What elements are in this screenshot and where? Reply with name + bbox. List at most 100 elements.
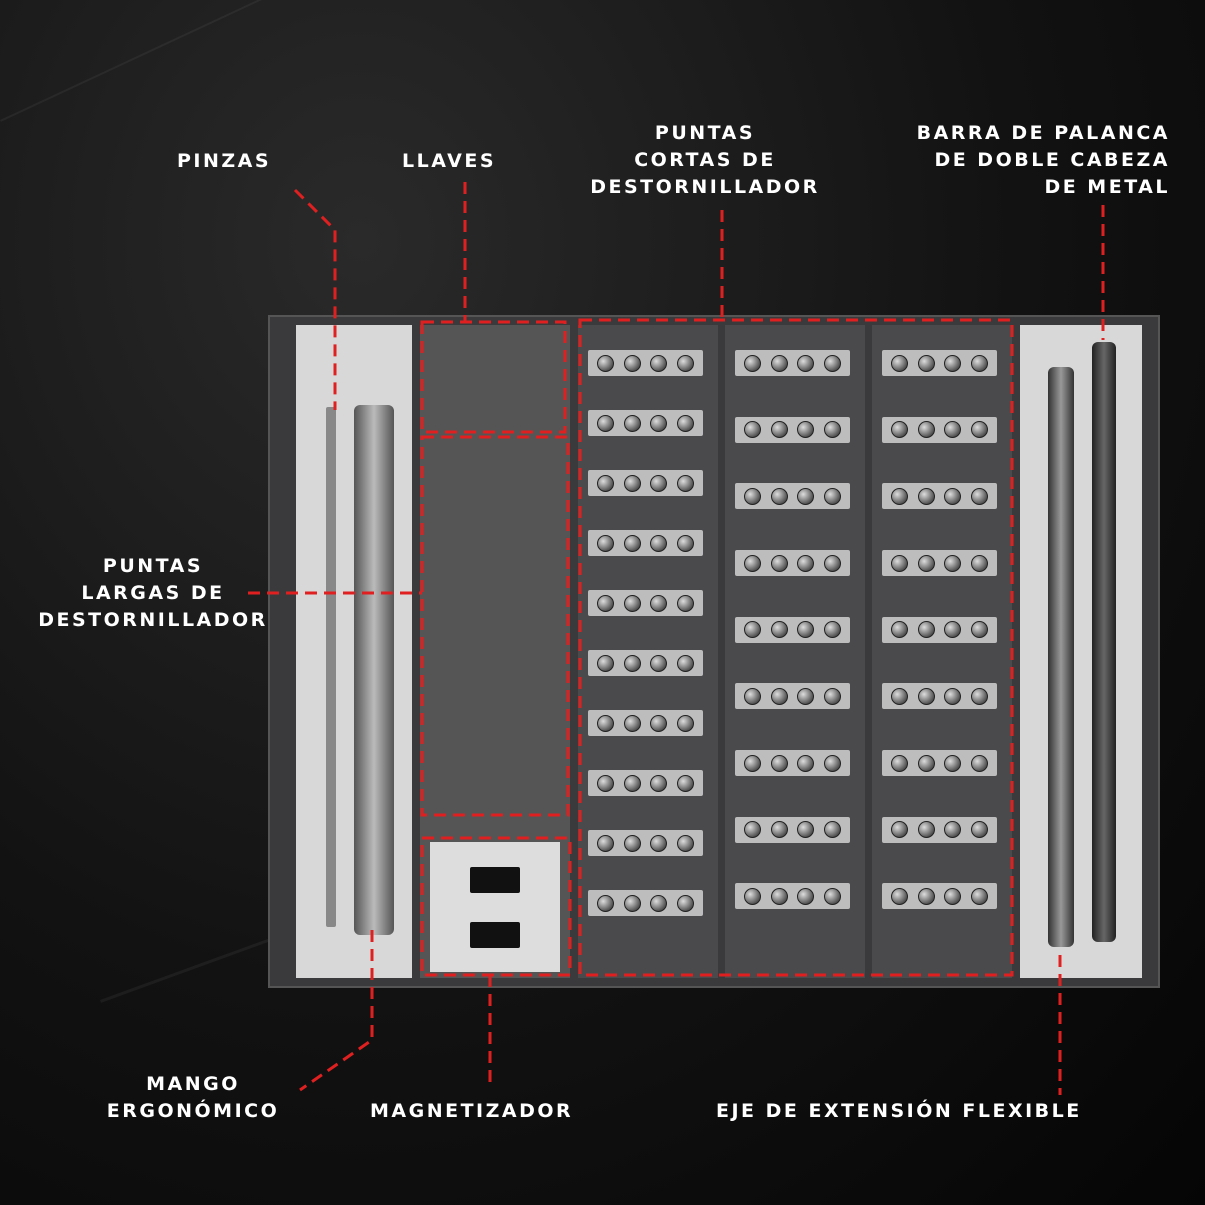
bit-icon [596, 534, 614, 552]
label-line: PUNTAS [102, 555, 204, 577]
bit-icon [677, 774, 695, 792]
bit-icon [623, 354, 641, 372]
bit-icon [824, 754, 842, 772]
bit-icon [944, 554, 962, 572]
bit-icon [596, 834, 614, 852]
bit-icon [677, 354, 695, 372]
bit-icon [890, 554, 908, 572]
bit-icon [596, 414, 614, 432]
bit-icon [650, 414, 668, 432]
label-puntas-cortas: PUNTAS CORTAS DE DESTORNILLADOR [555, 120, 855, 201]
bit-icon [917, 621, 935, 639]
label-eje-extension: EJE DE EXTENSIÓN FLEXIBLE [716, 1100, 1082, 1122]
bit-icon [917, 554, 935, 572]
callout-pinzas [293, 188, 337, 410]
label-line: PUNTAS [654, 122, 756, 144]
bit-tray [588, 710, 703, 736]
bit-icon [623, 714, 641, 732]
bit-icon [824, 887, 842, 905]
bit-icon [677, 654, 695, 672]
bit-tray [735, 550, 850, 576]
bit-icon [650, 714, 668, 732]
label-barra-palanca: BARRA DE PALANCA DE DOBLE CABEZA DE META… [820, 120, 1170, 201]
label-line: DESTORNILLADOR [590, 176, 820, 198]
bit-icon [770, 754, 788, 772]
bit-icon [944, 621, 962, 639]
magnetizer [430, 842, 560, 972]
bit-icon [677, 714, 695, 732]
bit-icon [890, 754, 908, 772]
bit-icon [596, 654, 614, 672]
label-puntas-largas: PUNTAS LARGAS DE DESTORNILLADOR [3, 553, 303, 634]
bit-icon [824, 554, 842, 572]
bit-icon [971, 354, 989, 372]
bit-icon [770, 421, 788, 439]
label-mango: MANGO ERGONÓMICO [73, 1071, 313, 1125]
label-line: DE METAL [1044, 176, 1170, 198]
bit-icon [596, 594, 614, 612]
highlight-magnetizador [420, 836, 572, 977]
bit-icon [890, 487, 908, 505]
bit-icon [797, 821, 815, 839]
bit-icon [770, 354, 788, 372]
bit-icon [824, 687, 842, 705]
bit-icon [596, 894, 614, 912]
bit-icon [824, 354, 842, 372]
bit-icon [677, 834, 695, 852]
label-line: ERGONÓMICO [106, 1100, 280, 1122]
compartment-bits-2 [725, 325, 865, 978]
bit-icon [890, 821, 908, 839]
bit-icon [650, 474, 668, 492]
bit-icon [797, 487, 815, 505]
bit-icon [743, 354, 761, 372]
bit-icon [770, 821, 788, 839]
bit-icon [743, 554, 761, 572]
bit-icon [677, 894, 695, 912]
bit-tray [588, 470, 703, 496]
label-line: MANGO [146, 1073, 240, 1095]
bit-icon [971, 821, 989, 839]
bit-icon [743, 687, 761, 705]
bit-icon [971, 754, 989, 772]
bit-tray [882, 350, 997, 376]
bit-tray [588, 650, 703, 676]
bit-icon [944, 421, 962, 439]
bit-icon [797, 621, 815, 639]
bit-tray [735, 616, 850, 643]
bit-icon [971, 487, 989, 505]
bit-icon [650, 354, 668, 372]
highlight-llaves [420, 320, 567, 434]
bit-tray [735, 816, 850, 843]
bit-icon [797, 754, 815, 772]
bit-icon [677, 474, 695, 492]
highlight-puntas-largas [420, 435, 570, 817]
label-line: BARRA DE PALANCA [916, 122, 1170, 144]
magnetizer-slot [470, 867, 520, 893]
bit-tray [588, 830, 703, 856]
label-line: DE DOBLE CABEZA [934, 149, 1170, 171]
bit-icon [650, 834, 668, 852]
bit-icon [650, 534, 668, 552]
bit-icon [890, 421, 908, 439]
screwdriver-handle [354, 405, 394, 935]
bit-tray [735, 416, 850, 443]
bit-icon [743, 821, 761, 839]
bit-tray [735, 350, 850, 376]
bit-icon [743, 487, 761, 505]
bit-icon [890, 354, 908, 372]
bit-icon [677, 414, 695, 432]
bit-icon [971, 687, 989, 705]
bit-icon [797, 354, 815, 372]
tweezers [326, 407, 336, 927]
bit-icon [623, 474, 641, 492]
bit-icon [623, 774, 641, 792]
bit-icon [971, 554, 989, 572]
label-line: LARGAS DE [81, 582, 225, 604]
bit-icon [650, 594, 668, 612]
bit-icon [623, 594, 641, 612]
bit-icon [824, 421, 842, 439]
bit-icon [650, 894, 668, 912]
bit-icon [890, 687, 908, 705]
label-pinzas: PINZAS [177, 150, 272, 172]
bit-tray [882, 816, 997, 843]
